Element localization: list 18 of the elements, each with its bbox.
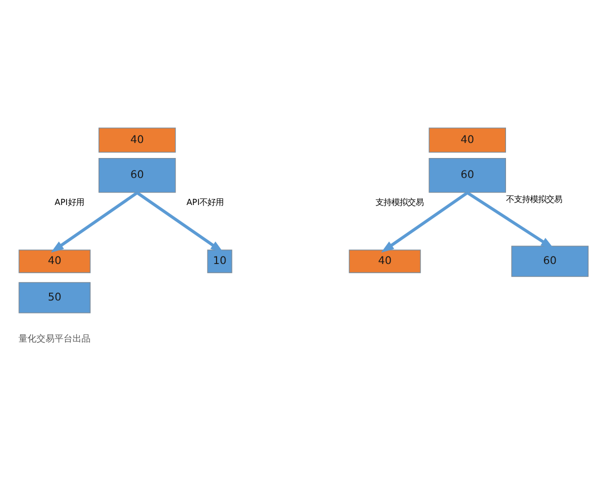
arrow	[136, 191, 224, 252]
node-box: 10	[207, 249, 232, 273]
edge-label: API好用	[54, 196, 84, 207]
node-box: 60	[511, 245, 589, 276]
edge-label: 支持模拟交易	[375, 196, 424, 207]
node-box: 60	[428, 157, 506, 192]
node-box: 40	[428, 127, 506, 152]
node-box: 50	[18, 282, 91, 313]
arrow	[50, 191, 138, 252]
edge-label: 不支持模拟交易	[506, 193, 562, 204]
node-box: 40	[98, 127, 176, 152]
arrow	[466, 191, 554, 248]
node-box: 40	[18, 249, 91, 273]
arrow	[381, 191, 468, 252]
node-box: 60	[98, 157, 176, 192]
edge-label: API不好用	[186, 196, 224, 207]
label: 量化交易平台出品	[18, 333, 91, 344]
node-box: 40	[348, 249, 421, 273]
